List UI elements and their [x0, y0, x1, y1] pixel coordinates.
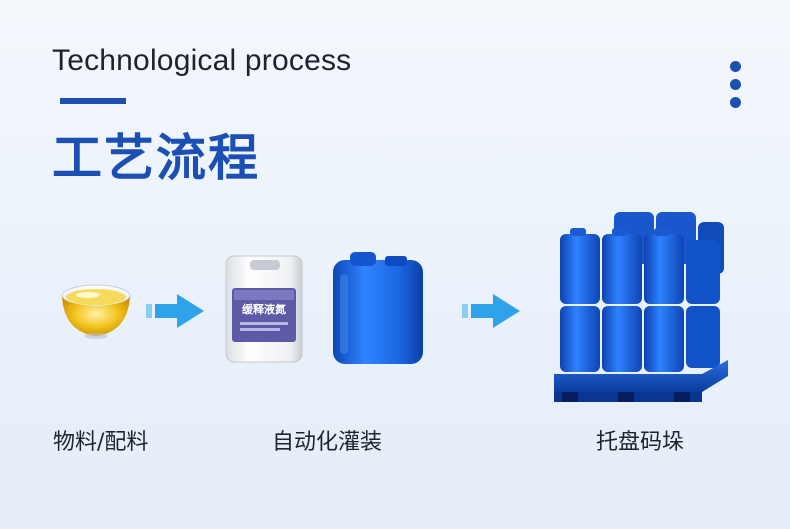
- page-title: 工艺流程: [52, 129, 260, 187]
- page-subtitle-en: Technological process: [52, 44, 352, 77]
- menu-dot: [730, 97, 741, 108]
- jerrycan-label-text: 缓释液氮: [242, 302, 286, 316]
- step-label-materials: 物料/配料: [53, 430, 149, 455]
- more-vertical-icon[interactable]: [730, 61, 742, 115]
- menu-dot: [730, 61, 741, 72]
- title-accent-bar: [60, 98, 126, 104]
- oil-bowl-icon: [61, 284, 131, 339]
- step-label-palletizing: 托盘码垛: [596, 430, 685, 455]
- step-label-filling: 自动化灌装: [272, 430, 383, 455]
- palletized-drums-icon: [554, 212, 728, 402]
- arrow-right-icon: [462, 294, 520, 328]
- menu-dot: [730, 79, 741, 90]
- arrow-right-icon: [146, 294, 204, 328]
- filled-containers-icon: 缓释液氮: [225, 252, 423, 364]
